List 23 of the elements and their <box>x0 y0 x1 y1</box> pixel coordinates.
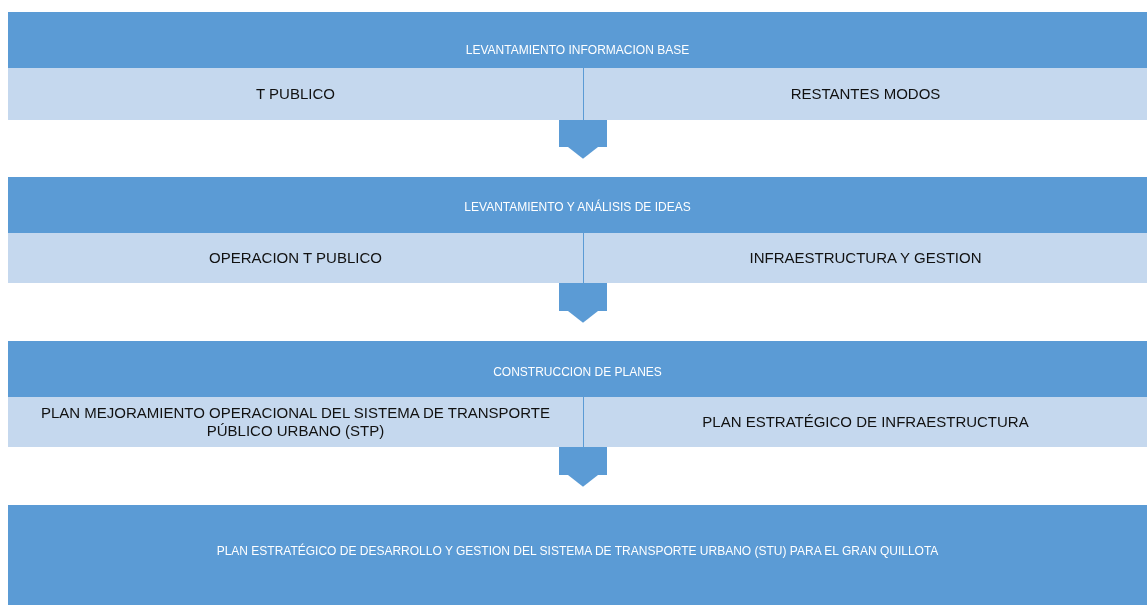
block-arrow <box>559 283 607 323</box>
stage-title: CONSTRUCCION DE PLANES <box>492 365 663 379</box>
sub-box <box>8 68 583 120</box>
stage-band <box>8 341 1147 447</box>
sub-box-text: T PUBLICO <box>255 85 336 103</box>
sub-box-text: PLAN ESTRATÉGICO DE INFRAESTRUCTURA <box>701 413 1030 431</box>
block-arrow <box>559 120 607 159</box>
stage-title: PLAN ESTRATÉGICO DE DESARROLLO Y GESTION DEL SISTEMA DE TRANSPORTE URBANO (STU) PARA EL GRAN QUILLOTA <box>215 544 940 558</box>
sub-box <box>584 233 1147 283</box>
stage-title: LEVANTAMIENTO INFORMACION BASE <box>464 43 691 57</box>
sub-box <box>8 397 583 447</box>
stage-band <box>8 177 1147 283</box>
stage-title: LEVANTAMIENTO Y ANÁLISIS DE IDEAS <box>463 200 692 214</box>
stage-band <box>8 505 1147 605</box>
block-arrow <box>559 447 607 487</box>
sub-box-text: INFRAESTRUCTURA Y GESTION <box>748 249 983 267</box>
sub-box <box>584 68 1147 120</box>
sub-box <box>8 233 583 283</box>
sub-box-text: RESTANTES MODOS <box>789 85 942 103</box>
sub-box-text: PLAN MEJORAMIENTO OPERACIONAL DEL SISTEMA DE TRANSPORTE PÚBLICO URBANO (STP) <box>40 404 551 440</box>
stage-band <box>8 12 1147 120</box>
sub-box <box>584 397 1147 447</box>
sub-box-text: OPERACION T PUBLICO <box>208 249 383 267</box>
